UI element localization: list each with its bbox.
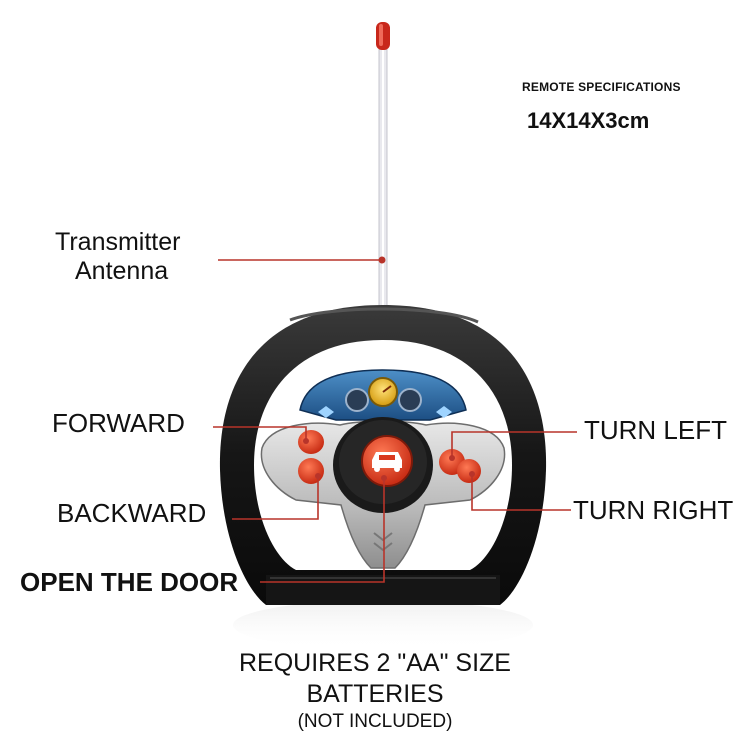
leader-lines: [213, 256, 577, 583]
open-door-leader-line: [260, 478, 385, 583]
turn-left-leader-line: [451, 431, 577, 458]
backward-leader-line: [232, 476, 319, 520]
batteries-line2: BATTERIES: [306, 680, 444, 708]
batteries-line1: REQUIRES 2 "AA" SIZE: [239, 649, 511, 677]
turn-left-label: TURN LEFT: [584, 415, 727, 445]
batteries-line3: (NOT INCLUDED): [297, 711, 453, 732]
antenna-label-line1: Transmitter: [55, 228, 181, 256]
turn-right-label: TURN RIGHT: [573, 495, 734, 525]
car-icon: [372, 452, 402, 472]
backward-button: [298, 458, 324, 484]
steering-wheel: [219, 305, 547, 605]
spec-title: REMOTE SPECIFICATIONS: [522, 80, 681, 94]
antenna-label: Transmitter Antenna: [55, 228, 180, 286]
batteries-note: REQUIRES 2 "AA" SIZE BATTERIES (NOT INCL…: [0, 648, 750, 734]
forward-label: FORWARD: [52, 408, 185, 438]
open-door-label: OPEN THE DOOR: [20, 567, 239, 597]
turn-right-leader-line: [471, 474, 571, 511]
turn-right-button: [457, 459, 481, 483]
gauge-left-icon: [345, 388, 369, 412]
antenna: [376, 22, 390, 311]
gauge-right-icon: [398, 388, 422, 412]
forward-leader-line: [213, 426, 307, 441]
backward-label: BACKWARD: [57, 498, 207, 528]
spec-size: 14X14X3cm: [527, 108, 650, 133]
forward-button: [298, 430, 324, 454]
antenna-label-line2: Antenna: [75, 257, 169, 285]
